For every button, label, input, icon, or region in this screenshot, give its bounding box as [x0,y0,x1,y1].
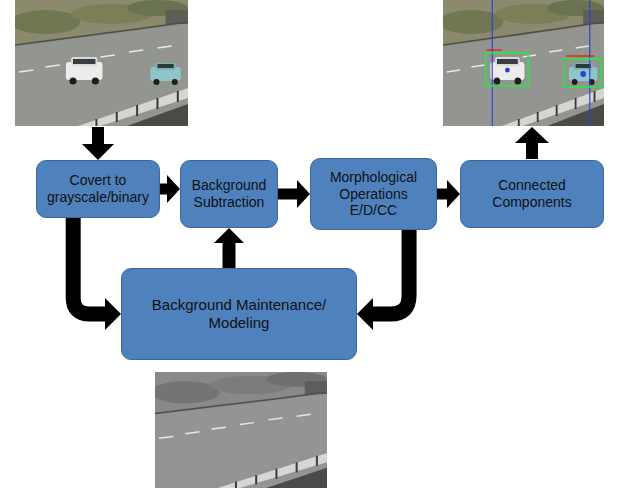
box-label: Covert to grayscale/binary [43,172,153,206]
process-box: Background Maintenance/ Modeling [121,268,357,360]
process-box: Covert to grayscale/binary [36,160,160,218]
arrow-shaft [278,189,298,200]
flow-arrow [160,175,180,203]
flow-arrow [357,230,409,330]
block-arrow [82,127,114,160]
box-label: Background Subtraction [187,177,271,211]
arrow-shaft [73,218,106,314]
arrow-shaft [223,242,236,268]
box-label: Background Maintenance/ Modeling [132,296,346,332]
box-label: Connected Components [467,177,597,211]
process-box: Background Subtraction [180,160,278,228]
flow-arrow [278,180,310,208]
counting-line [589,0,590,126]
tag-mark [566,55,594,56]
process-box: Morphological Operations E/D/CC [310,158,437,230]
counting-line [492,0,493,126]
centroid-dot [505,68,510,73]
box-label: Morphological Operations E/D/CC [323,169,424,219]
centroid-dot [580,71,586,77]
process-box: Connected Components [460,160,604,228]
detection-box [564,59,601,87]
tag-mark [487,49,502,50]
output-frame [439,0,604,126]
detection-box [486,53,529,86]
flow-arrow [437,180,460,208]
arrowhead [105,298,121,330]
arrow-shaft [372,230,409,314]
flow-arrow [73,218,121,330]
arrowhead [167,175,180,203]
arrowhead [297,180,310,208]
flow-arrow [214,228,244,268]
arrow-shaft [437,189,448,200]
input-frame [11,0,188,126]
block-arrow [515,127,549,159]
arrow-shaft [160,184,168,195]
arrowhead [357,298,373,330]
arrowhead [447,180,460,208]
background-frame [151,372,327,488]
arrowhead [214,228,244,243]
